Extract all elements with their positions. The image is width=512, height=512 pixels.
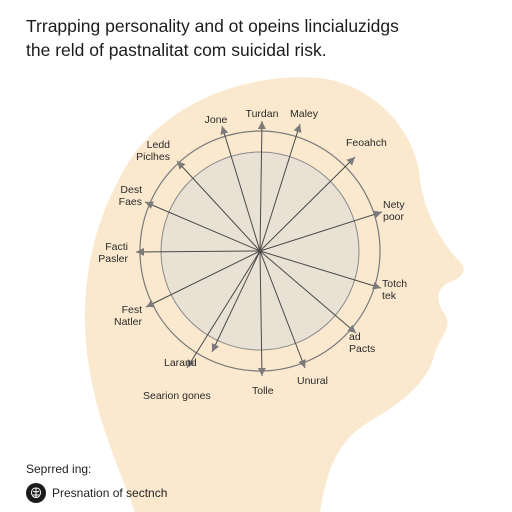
- arrowhead-ledd-piclhes: [177, 161, 186, 170]
- spoke-unural: [259, 250, 306, 369]
- arrowhead-jone: [220, 126, 229, 135]
- label-facti-pasler: Facti Pasler: [98, 241, 128, 265]
- arrowhead-searion-gones: [187, 359, 195, 368]
- spoke-nety-poor: [259, 211, 383, 252]
- label-dest-faes: Dest Faes: [118, 184, 142, 208]
- arrowhead-maley: [293, 124, 302, 133]
- spoke-fest-natler: [145, 250, 261, 308]
- legend-item-label: Presnation of sectnch: [52, 486, 168, 500]
- spoke-ledd-piclhes: [176, 160, 261, 252]
- title-line-2: the reld of pastnalitat com suicidal ris…: [26, 40, 327, 60]
- spoke-turdan: [259, 120, 263, 252]
- label-fest-natler: Fest Natler: [113, 304, 142, 328]
- spoke-larand: [211, 250, 261, 353]
- arrowhead-fest-natler: [146, 299, 155, 308]
- spokes: [135, 120, 383, 377]
- arrowhead-totch-tek: [372, 281, 381, 290]
- arrowhead-nety-poor: [373, 210, 382, 219]
- arrowhead-dest-faes: [145, 201, 154, 209]
- diagram-title: Trrapping personality and ot opeins linc…: [26, 14, 496, 62]
- label-tolle: Tolle: [252, 385, 274, 397]
- brain-icon: [26, 483, 46, 503]
- label-nety-poor: Nety poor: [383, 199, 405, 223]
- arrowhead-turdan: [257, 121, 266, 130]
- spoke-ad-pacts: [259, 250, 357, 334]
- arrowhead-tolle: [257, 367, 266, 376]
- spoke-jone: [221, 125, 261, 252]
- label-larand: Larand: [164, 357, 197, 369]
- spoke-totch-tek: [259, 250, 382, 289]
- spoke-searion-gones: [186, 250, 261, 369]
- arrowhead-larand: [211, 343, 220, 352]
- arrowhead-feoahch: [346, 157, 355, 166]
- spoke-maley: [259, 123, 301, 252]
- arrowhead-unural: [298, 359, 306, 368]
- title-line-1: Trrapping personality and ot opeins linc…: [26, 16, 399, 36]
- spoke-feoahch: [259, 156, 356, 252]
- label-feoahch: Feoahch: [346, 137, 387, 149]
- spoke-facti-pasler: [135, 250, 261, 253]
- label-ad-pacts: ad Pacts: [349, 331, 376, 355]
- legend-item: Presnation of sectnch: [26, 483, 167, 503]
- label-totch-tek: Totch tek: [382, 278, 408, 302]
- spoke-tolle: [259, 250, 263, 377]
- label-turdan: Turdan: [245, 108, 279, 120]
- legend-title: Seprred ing:: [26, 462, 92, 476]
- label-maley: Maley: [290, 108, 319, 120]
- label-unural: Unural: [297, 375, 328, 387]
- arrowhead-ad-pacts: [347, 324, 356, 333]
- spoke-dest-faes: [144, 201, 261, 252]
- label-searion-gones: Searion gones: [143, 390, 211, 402]
- label-jone: Jone: [204, 114, 228, 126]
- label-ledd-piclhes: Ledd Piclhes: [136, 139, 170, 163]
- arrowhead-facti-pasler: [136, 247, 145, 256]
